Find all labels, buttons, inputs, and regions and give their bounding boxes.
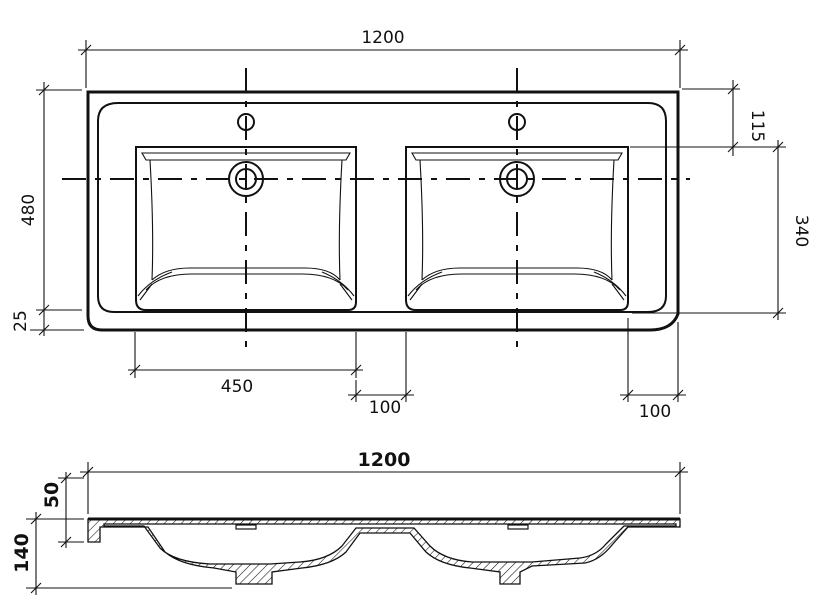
dim-bowl-gap: 100 [348,332,414,418]
dim-tap-hole-offset: 115 [630,80,767,156]
dim-overall-width: 1200 [78,28,688,88]
dim-rim-height: 50 [41,472,84,548]
dim-front-edge: 25 [11,310,84,336]
label-bowl-gap: 100 [369,398,401,418]
basin-deck-outline [97,102,667,313]
basin-section-profile [87,518,681,585]
right-overflow-slot [507,524,529,530]
dim-bowl-width: 450 [128,332,363,397]
dim-side-margin: 100 [620,318,686,422]
label-bowl-depth: 340 [791,215,811,247]
label-overall-depth: 480 [19,194,39,226]
label-section-width: 1200 [358,449,411,471]
label-rim-height: 50 [41,482,63,508]
basin-outer-outline [86,90,680,332]
label-tap-hole-offset: 115 [747,110,767,142]
section-view: 1200 50 140 [11,449,688,595]
dim-bowl-depth: 340 [632,140,811,320]
label-bowl-width: 450 [221,377,253,397]
dim-overall-depth: 480 [19,82,82,336]
left-overflow-slot [235,524,257,530]
label-front-edge: 25 [11,310,31,332]
dim-total-height: 140 [11,512,232,595]
top-view: 1200 480 25 115 [11,28,811,422]
dim-section-width: 1200 [80,449,688,514]
label-overall-width: 1200 [361,28,404,48]
label-total-height: 140 [11,533,33,573]
label-side-margin: 100 [639,402,671,422]
